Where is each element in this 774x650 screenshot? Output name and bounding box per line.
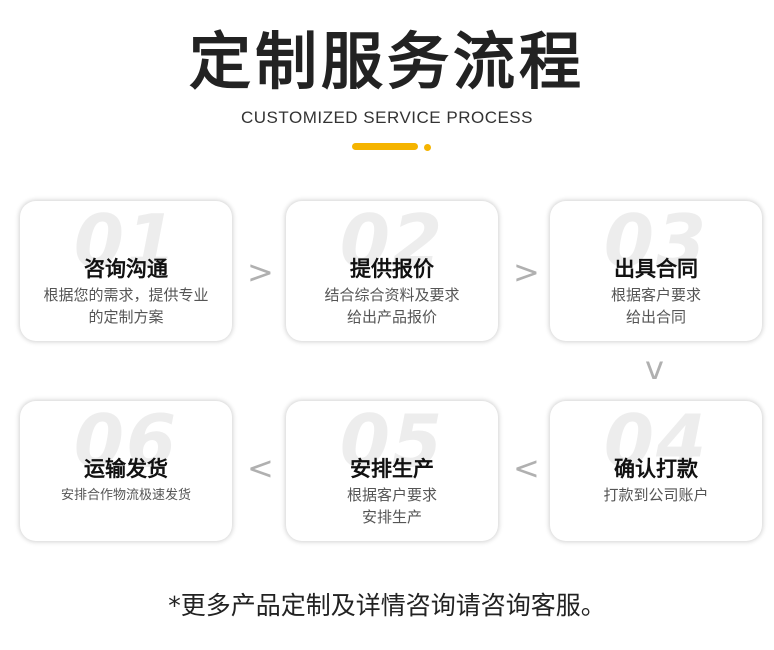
step-card-contract: 03 出具合同 根据客户要求 给出合同 [550,201,762,341]
step-title: 提供报价 [350,257,434,281]
step-card-quote: 02 提供报价 结合综合资料及要求 给出产品报价 [286,201,498,341]
step-card-shipping: 06 运输发货 安排合作物流极速发货 [20,401,232,541]
step-number-watermark: 04 [603,401,709,483]
step-description-line: 给出合同 [625,308,686,326]
arrow-down-icon: v [645,349,664,387]
step-number-watermark: 05 [339,401,445,483]
page-subtitle: CUSTOMIZED SERVICE PROCESS [241,108,533,127]
step-description-line: 安排生产 [361,508,422,526]
step-title: 确认打款 [614,457,698,481]
step-description: 根据您的需求，提供专业 的定制方案 [28,284,224,328]
step-description-line: 给出产品报价 [346,308,437,326]
arrow-left-icon: < [247,449,274,487]
step-card-production: 05 安排生产 根据客户要求 安排生产 [286,401,498,541]
step-title: 安排生产 [350,457,434,481]
step-description: 打款到公司账户 [558,484,754,506]
step-description-line: 打款到公司账户 [603,486,709,504]
step-title: 运输发货 [84,457,168,481]
step-description: 安排合作物流极速发货 [28,485,224,507]
step-number-watermark: 06 [73,401,179,483]
step-title: 咨询沟通 [84,257,168,281]
step-description-line: 的定制方案 [88,308,164,326]
arrow-left-icon: < [513,449,540,487]
step-number-watermark: 01 [73,201,179,283]
footer-note: *更多产品定制及详情咨询请咨询客服。 [168,591,606,620]
step-title: 出具合同 [614,257,698,281]
step-description: 根据客户要求 安排生产 [294,484,490,528]
step-description: 根据客户要求 给出合同 [558,284,754,328]
step-card-consult: 01 咨询沟通 根据您的需求，提供专业 的定制方案 [20,201,232,341]
accent-dot [424,144,431,151]
page-title: 定制服务流程 [188,25,585,98]
step-description-line: 根据客户要求 [610,286,701,304]
step-number-watermark: 02 [339,201,445,283]
accent-bar [352,143,418,150]
step-description-line: 安排合作物流极速发货 [60,488,191,503]
step-description: 结合综合资料及要求 给出产品报价 [294,284,490,328]
arrow-right-icon: > [513,253,540,291]
step-number-watermark: 03 [603,201,709,283]
step-description-line: 根据您的需求，提供专业 [43,286,209,304]
step-description-line: 根据客户要求 [346,486,437,504]
step-description-line: 结合综合资料及要求 [324,286,460,304]
step-card-payment: 04 确认打款 打款到公司账户 [550,401,762,541]
arrow-right-icon: > [247,253,274,291]
